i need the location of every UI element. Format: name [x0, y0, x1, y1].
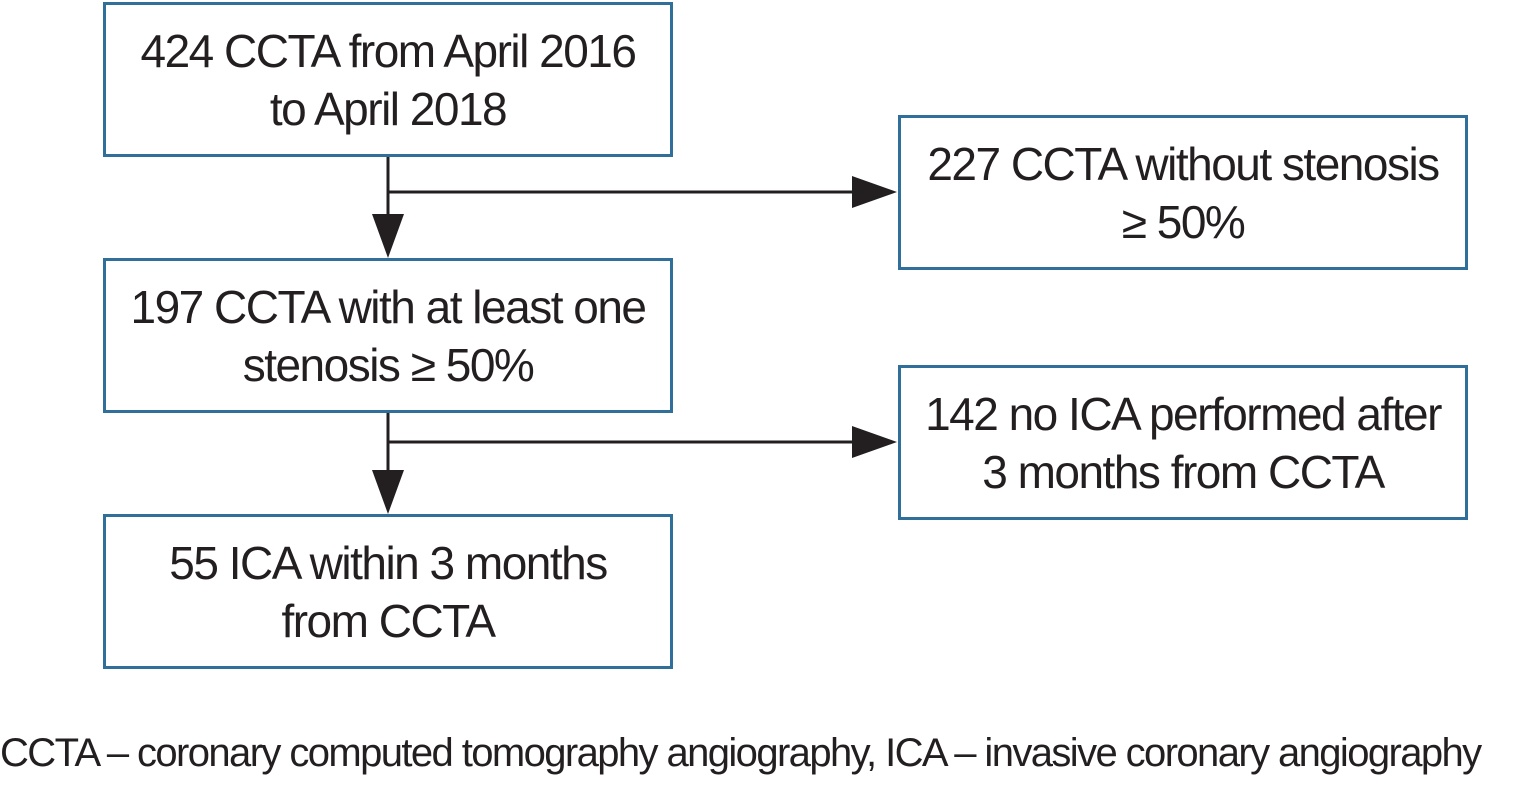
box-final-ica-line1: 55 ICA within 3 months [169, 536, 608, 589]
box-with-stenosis-line1: 197 CCTA with at least one [130, 280, 648, 333]
arrowhead-branch-to-excluded-no-stenosis [852, 176, 897, 208]
box-initial-ccta: 424 CCTA from April 2016 to April 2018 [103, 2, 673, 157]
abbreviation-footnote-text: CCTA – coronary computed tomography angi… [0, 731, 1482, 775]
arrowhead-stenosis-to-final [372, 470, 404, 514]
box-initial-ccta-line2: to April 2018 [269, 82, 508, 135]
box-excluded-no-ica-line2: 3 months from CCTA [982, 445, 1385, 498]
box-excluded-no-ica-line1: 142 no ICA performed after [925, 387, 1442, 440]
arrowhead-branch-to-excluded-no-ica [852, 426, 897, 458]
box-excluded-no-stenosis: 227 CCTA without stenosis ≥ 50% [898, 115, 1468, 270]
box-final-ica-line2: from CCTA [281, 594, 496, 647]
arrowhead-start-to-stenosis [372, 214, 404, 258]
box-with-stenosis-line2: stenosis ≥ 50% [242, 338, 535, 391]
box-with-stenosis: 197 CCTA with at least one stenosis ≥ 50… [103, 258, 673, 413]
box-initial-ccta-line1: 424 CCTA from April 2016 [140, 24, 637, 77]
box-excluded-no-stenosis-line2: ≥ 50% [1121, 195, 1246, 248]
abbreviation-footnote: CCTA – coronary computed tomography angi… [0, 728, 1536, 778]
box-final-ica: 55 ICA within 3 months from CCTA [103, 514, 673, 669]
box-excluded-no-stenosis-line1: 227 CCTA without stenosis [927, 137, 1440, 190]
box-excluded-no-ica: 142 no ICA performed after 3 months from… [898, 365, 1468, 520]
